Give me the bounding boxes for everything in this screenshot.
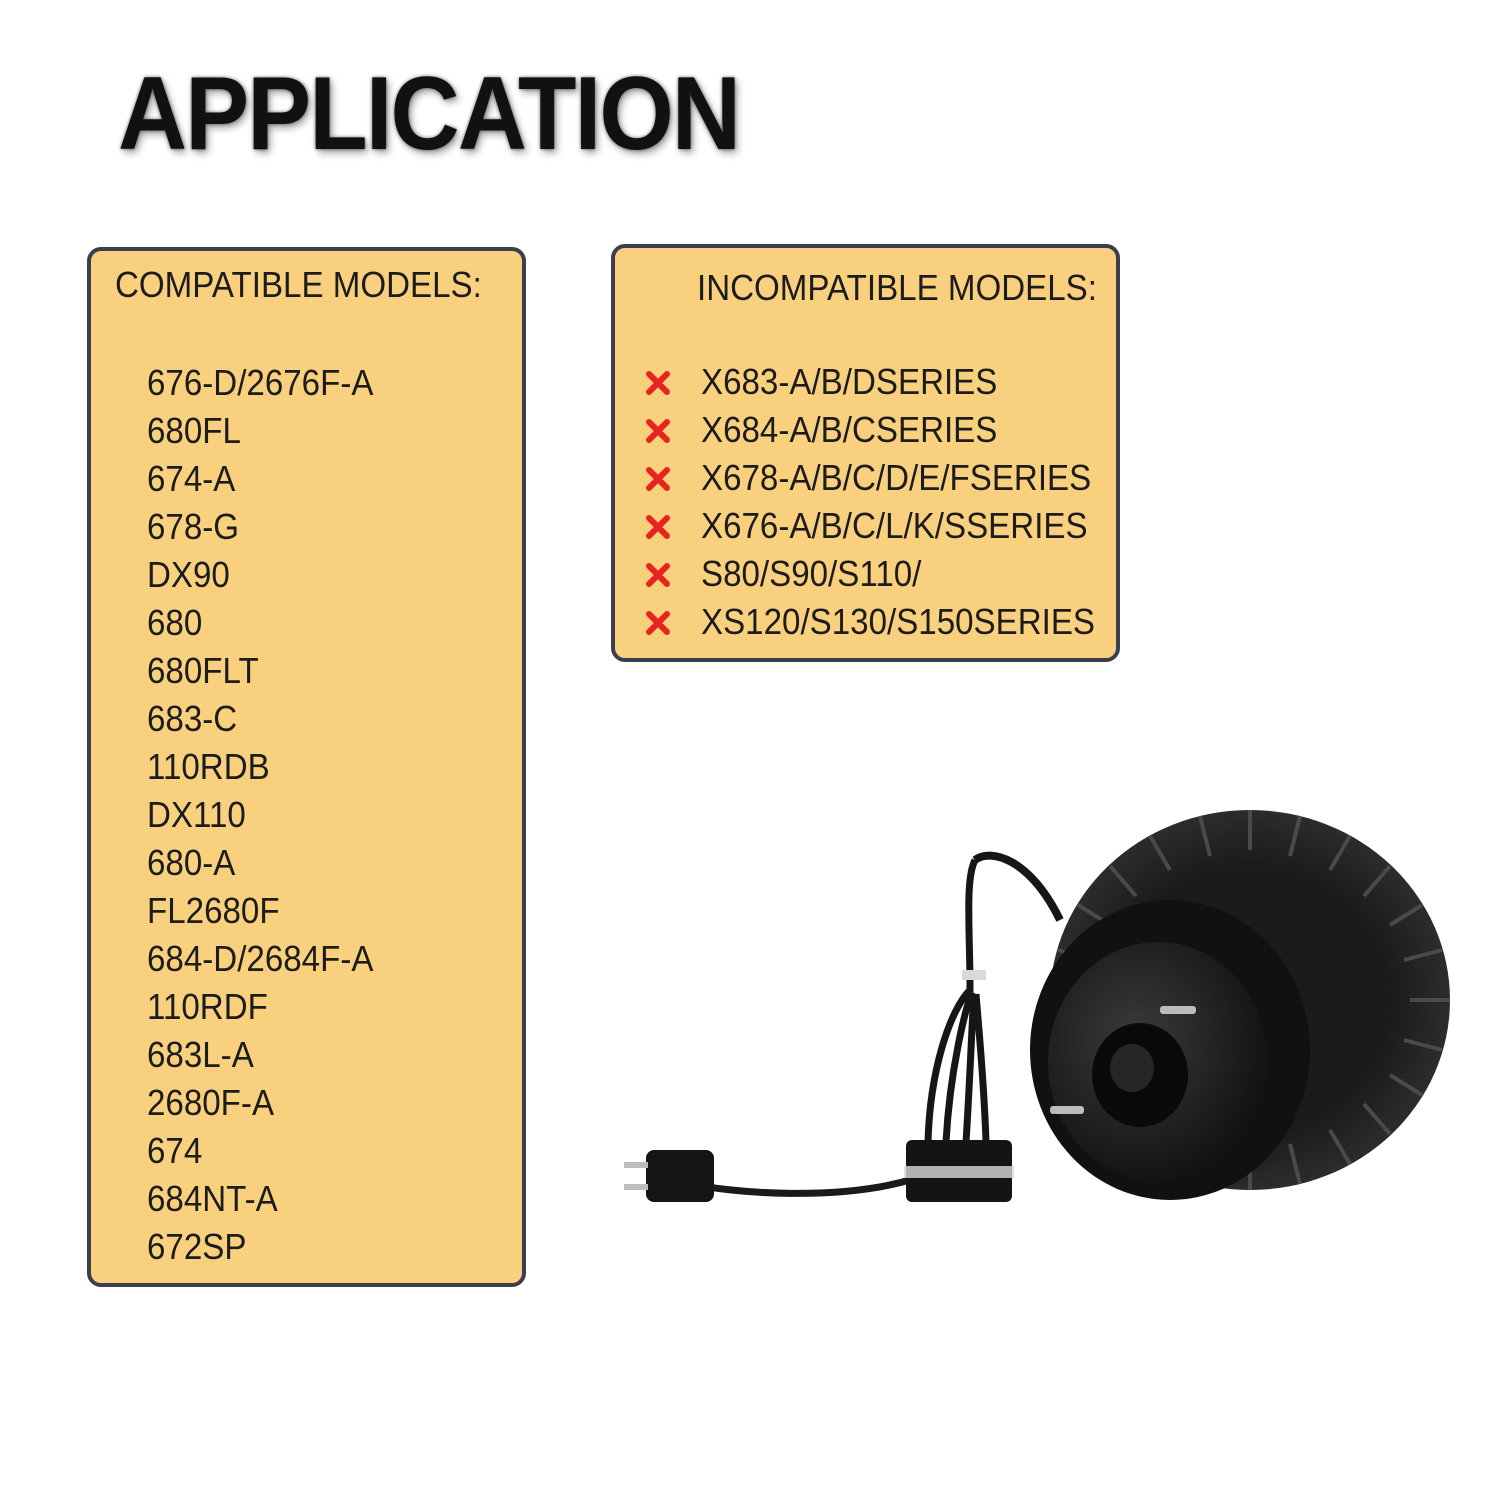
list-item: 680 xyxy=(147,602,203,643)
incompatible-model-label: X684-A/B/CSERIES xyxy=(701,409,998,450)
list-item: 674 xyxy=(147,1130,203,1171)
list-item: FL2680F xyxy=(147,890,280,931)
list-item: 684-D/2684F-A xyxy=(147,938,374,979)
incompatible-model-label: XS120/S130/S150SERIES xyxy=(701,601,1096,642)
incompatible-model-label: X678-A/B/C/D/E/FSERIES xyxy=(701,457,1092,498)
list-item: 110RDB xyxy=(147,746,270,787)
x-mark-icon xyxy=(645,370,671,396)
list-item: 680-A xyxy=(147,842,236,883)
list-item: 674-A xyxy=(147,458,236,499)
list-item: 2680F-A xyxy=(147,1082,275,1123)
incompatible-model-label: S80/S90/S110/ xyxy=(701,553,922,594)
page-title: APPLICATION xyxy=(118,56,741,172)
compatible-models-heading: COMPATIBLE MODELS: xyxy=(115,264,482,305)
incompatible-models-panel: INCOMPATIBLE MODELS: X683-A/B/DSERIES X6… xyxy=(611,244,1120,662)
incompatible-models-heading: INCOMPATIBLE MODELS: xyxy=(697,267,1097,308)
compatible-models-list: 676-D/2676F-A 680FL 674-A 678-G DX90 680… xyxy=(147,359,393,1271)
x-mark-icon xyxy=(645,610,671,636)
list-item: 684NT-A xyxy=(147,1178,278,1219)
list-item: 683L-A xyxy=(147,1034,254,1075)
x-mark-icon xyxy=(645,466,671,492)
list-item: 676-D/2676F-A xyxy=(147,362,374,403)
list-item: DX90 xyxy=(147,554,230,595)
x-mark-icon xyxy=(645,514,671,540)
incompatible-model-label: X683-A/B/DSERIES xyxy=(701,361,998,402)
list-item: 678-G xyxy=(147,506,240,547)
list-item: DX110 xyxy=(147,794,246,835)
compatible-models-panel: COMPATIBLE MODELS: 676-D/2676F-A 680FL 6… xyxy=(87,247,526,1287)
list-item: 680FLT xyxy=(147,650,259,691)
x-mark-icon xyxy=(645,562,671,588)
x-mark-icon xyxy=(645,418,671,444)
list-item: 680FL xyxy=(147,410,241,451)
incompatible-model-label: X676-A/B/C/L/K/SSERIES xyxy=(701,505,1088,546)
list-item: 110RDF xyxy=(147,986,268,1027)
list-item: 683-C xyxy=(147,698,238,739)
blower-motor-image xyxy=(610,810,1470,1230)
list-item: 672SP xyxy=(147,1226,247,1267)
